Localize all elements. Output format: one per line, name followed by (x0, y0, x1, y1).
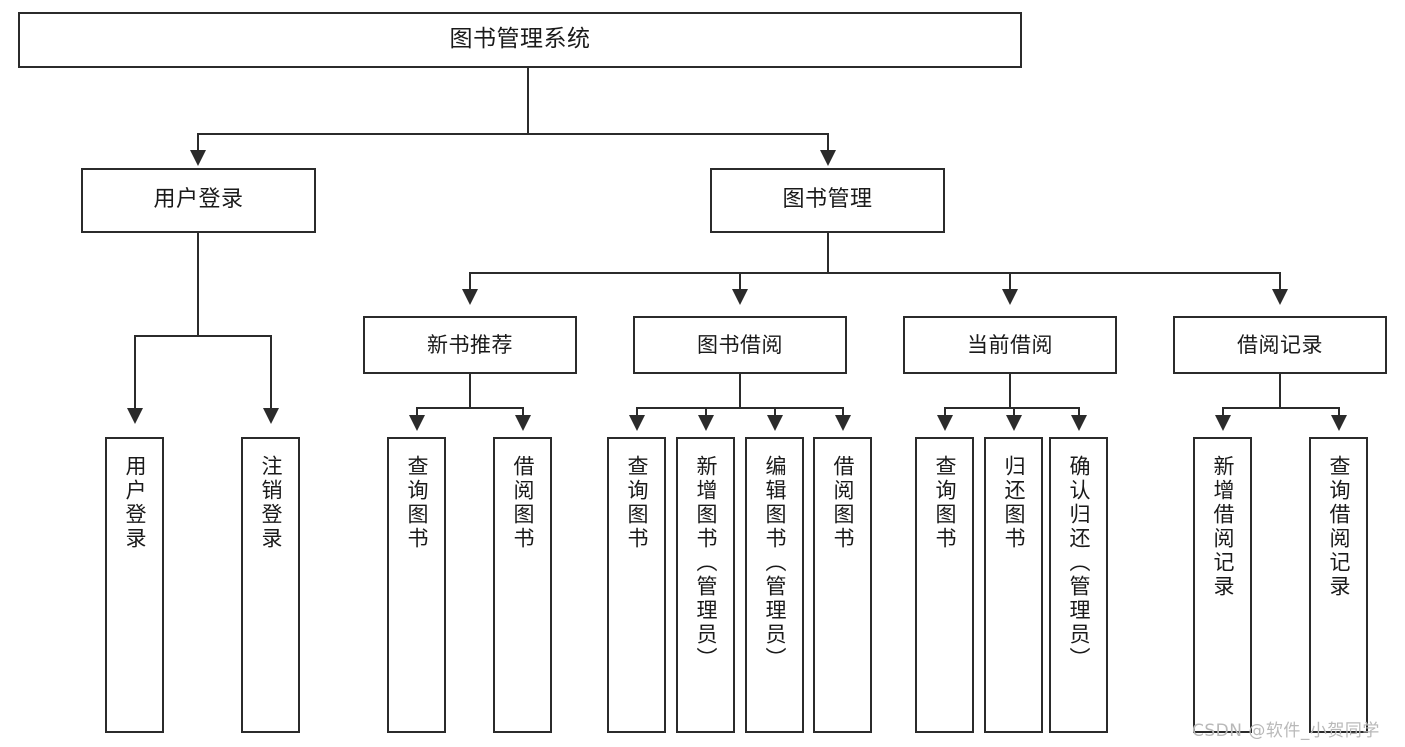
node-user-login[interactable]: 用户登录 (81, 168, 316, 233)
leaf-borrow-record-add-record[interactable]: 新增借阅记录 (1193, 437, 1252, 733)
node-root-system[interactable]: 图书管理系统 (18, 12, 1022, 68)
leaf-book-borrow-borrow-book[interactable]: 借阅图书 (813, 437, 872, 733)
arrowhead-bb-leaf-4 (835, 415, 851, 431)
connector-user-login-stem (197, 233, 199, 336)
arrowhead-root-to-user-login (190, 150, 206, 166)
connector-book-management-bar (469, 272, 1280, 274)
leaf-current-borrow-confirm-return-admin[interactable]: 确认归还（管理员） (1049, 437, 1108, 733)
node-current-borrow[interactable]: 当前借阅 (903, 316, 1117, 374)
connector-br-drop-1 (1222, 407, 1224, 419)
node-label: 借阅图书 (511, 455, 535, 551)
node-label: 用户登录 (153, 187, 244, 213)
node-label: 用户登录 (123, 455, 147, 551)
connector-bb-drop-2 (705, 407, 707, 419)
arrowhead-bb-leaf-1 (629, 415, 645, 431)
leaf-new-book-borrow-book[interactable]: 借阅图书 (493, 437, 552, 733)
connector-cb-bar (944, 407, 1080, 409)
node-label: 借阅图书 (831, 455, 855, 551)
connector-root-to-user-login (197, 133, 199, 153)
leaf-book-borrow-add-book-admin[interactable]: 新增图书（管理员） (676, 437, 735, 733)
connector-bb-drop-3 (774, 407, 776, 419)
connector-nbr-drop-1 (416, 407, 418, 419)
connector-root-stem (527, 68, 529, 134)
connector-cb-stem (1009, 374, 1011, 408)
connector-br-bar (1222, 407, 1340, 409)
leaf-borrow-record-query-record[interactable]: 查询借阅记录 (1309, 437, 1368, 733)
arrowhead-br-leaf-1 (1215, 415, 1231, 431)
connector-br-drop-2 (1338, 407, 1340, 419)
connector-cb-drop-3 (1078, 407, 1080, 419)
node-label: 图书借阅 (697, 332, 783, 357)
connector-root-to-book-manage (827, 133, 829, 153)
connector-nbr-stem (469, 374, 471, 408)
node-label: 新增借阅记录 (1211, 455, 1235, 599)
connector-bm-drop-1 (469, 272, 471, 292)
node-label: 当前借阅 (967, 332, 1053, 357)
arrowhead-nbr-leaf-2 (515, 415, 531, 431)
arrowhead-user-login-leaf-2 (263, 408, 279, 424)
arrowhead-cb-leaf-3 (1071, 415, 1087, 431)
connector-bb-drop-4 (842, 407, 844, 419)
arrowhead-bm-to-borrow-record (1272, 289, 1288, 305)
node-label: 查询图书 (405, 455, 429, 551)
connector-nbr-drop-2 (522, 407, 524, 419)
node-book-management[interactable]: 图书管理 (710, 168, 945, 233)
arrowhead-br-leaf-2 (1331, 415, 1347, 431)
connector-br-stem (1279, 374, 1281, 408)
node-label: 图书管理 (782, 187, 873, 213)
node-new-book-recommend[interactable]: 新书推荐 (363, 316, 577, 374)
leaf-user-login-signout[interactable]: 注销登录 (241, 437, 300, 733)
node-label: 查询图书 (933, 455, 957, 551)
node-label: 确认归还（管理员） (1067, 455, 1091, 671)
leaf-current-borrow-return-book[interactable]: 归还图书 (984, 437, 1043, 733)
connector-bm-drop-4 (1279, 272, 1281, 292)
arrowhead-nbr-leaf-1 (409, 415, 425, 431)
arrowhead-bm-to-book-borrow (732, 289, 748, 305)
connector-book-management-stem (827, 233, 829, 273)
node-label: 借阅记录 (1237, 332, 1323, 357)
connector-bm-drop-3 (1009, 272, 1011, 292)
leaf-book-borrow-query-book[interactable]: 查询图书 (607, 437, 666, 733)
node-label: 图书管理系统 (449, 26, 591, 53)
csdn-watermark: CSDN @软件_小贺同学 (1192, 721, 1380, 741)
node-label: 新书推荐 (427, 332, 513, 357)
node-label: 新增图书（管理员） (694, 455, 718, 671)
arrowhead-cb-leaf-2 (1006, 415, 1022, 431)
connector-nbr-bar (416, 407, 524, 409)
connector-bm-drop-2 (739, 272, 741, 292)
connector-root-bar (197, 133, 829, 135)
arrowhead-bm-to-current-borrow (1002, 289, 1018, 305)
node-label: 归还图书 (1002, 455, 1026, 551)
leaf-user-login-signin[interactable]: 用户登录 (105, 437, 164, 733)
leaf-current-borrow-query-book[interactable]: 查询图书 (915, 437, 974, 733)
leaf-new-book-query-book[interactable]: 查询图书 (387, 437, 446, 733)
node-borrow-record[interactable]: 借阅记录 (1173, 316, 1387, 374)
connector-bb-bar (636, 407, 844, 409)
node-label: 查询图书 (625, 455, 649, 551)
arrowhead-cb-leaf-1 (937, 415, 953, 431)
connector-user-login-drop-2 (270, 335, 272, 411)
arrowhead-bb-leaf-3 (767, 415, 783, 431)
connector-cb-drop-2 (1013, 407, 1015, 419)
connector-user-login-drop-1 (134, 335, 136, 411)
arrowhead-root-to-book-manage (820, 150, 836, 166)
leaf-book-borrow-edit-book-admin[interactable]: 编辑图书（管理员） (745, 437, 804, 733)
connector-cb-drop-1 (944, 407, 946, 419)
node-label: 查询借阅记录 (1327, 455, 1351, 599)
connector-user-login-bar (134, 335, 272, 337)
node-book-borrow[interactable]: 图书借阅 (633, 316, 847, 374)
connector-bb-stem (739, 374, 741, 408)
arrowhead-bm-to-new-book (462, 289, 478, 305)
node-label: 编辑图书（管理员） (763, 455, 787, 671)
node-label: 注销登录 (259, 455, 283, 551)
arrowhead-user-login-leaf-1 (127, 408, 143, 424)
connector-bb-drop-1 (636, 407, 638, 419)
arrowhead-bb-leaf-2 (698, 415, 714, 431)
